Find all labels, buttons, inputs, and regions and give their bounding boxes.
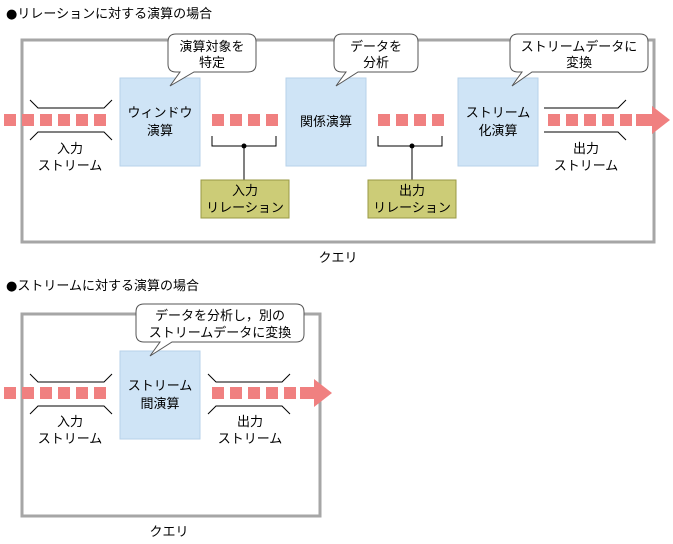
streaming-operation-box bbox=[457, 77, 539, 167]
section2-input-stream-label: 入力 bbox=[57, 415, 83, 430]
streaming-operation-label: 化演算 bbox=[478, 123, 517, 139]
inter-stream-operation-label: ストリーム bbox=[128, 379, 193, 394]
section1-title: ●リレーションに対する演算の場合 bbox=[6, 6, 212, 22]
output-relation-connector-dot bbox=[409, 143, 415, 149]
window-operation-label: ウィンドウ bbox=[127, 106, 192, 121]
output-relation-label: 出力 bbox=[399, 184, 425, 199]
relation-callout bbox=[333, 33, 419, 87]
input-relation-label: リレーション bbox=[206, 201, 284, 216]
section1-stream-arrow bbox=[636, 106, 670, 134]
section2-callout-text: ストリームデータに変換 bbox=[149, 325, 292, 341]
section1-input-stream-label: ストリーム bbox=[38, 159, 103, 174]
stream-callout bbox=[509, 33, 649, 87]
relation-callout-text: データを bbox=[350, 39, 402, 55]
window-callout bbox=[167, 33, 257, 87]
section1-input-stream-label: 入力 bbox=[57, 142, 83, 157]
section1-output-bracket bbox=[544, 99, 627, 141]
output-relation-box bbox=[367, 179, 457, 219]
section1-stream-mid1 bbox=[212, 114, 278, 126]
output-relation-label: リレーション bbox=[373, 201, 451, 216]
inter-stream-operation-box bbox=[119, 350, 201, 440]
section2-output-stream-label: ストリーム bbox=[218, 432, 283, 447]
relational-operation-label: 関係演算 bbox=[300, 114, 352, 130]
input-relation-box bbox=[200, 179, 290, 219]
window-callout-text: 特定 bbox=[199, 56, 225, 71]
section2-callout bbox=[135, 303, 305, 357]
output-relation-connector bbox=[377, 136, 443, 180]
section1-output-stream-label: 出力 bbox=[573, 142, 599, 157]
input-relation-connector-dot bbox=[241, 143, 247, 149]
section1-stream-mid2 bbox=[378, 114, 444, 126]
window-operation-box bbox=[119, 77, 201, 167]
relation-callout-text: 分析 bbox=[363, 56, 389, 71]
section2-stream-input bbox=[4, 387, 106, 399]
stream-callout-text: 変換 bbox=[566, 55, 592, 71]
section1-query-label: クエリ bbox=[318, 251, 357, 266]
section1-stream-input bbox=[4, 114, 106, 126]
section2-stream-output bbox=[212, 379, 332, 407]
relational-operation-box bbox=[285, 77, 367, 167]
section1-stream-output bbox=[548, 106, 670, 134]
input-relation-connector bbox=[211, 136, 277, 180]
window-operation-label: 演算 bbox=[147, 123, 173, 139]
section2-input-stream-label: ストリーム bbox=[38, 432, 103, 447]
section2-stream-arrow bbox=[300, 379, 332, 407]
streaming-operation-label: ストリーム bbox=[466, 106, 531, 121]
input-relation-label: 入力 bbox=[232, 184, 258, 199]
section2-output-stream-label: 出力 bbox=[237, 415, 263, 430]
section1-output-stream-label: ストリーム bbox=[554, 159, 619, 174]
window-callout-text: 演算対象を bbox=[179, 39, 244, 55]
section2-callout-text: データを分析し，別の bbox=[155, 308, 285, 324]
section2-input-bracket bbox=[29, 373, 113, 415]
section2-title: ●ストリームに対する演算の場合 bbox=[6, 278, 199, 294]
section2-output-bracket bbox=[207, 373, 291, 415]
inter-stream-operation-label: 間演算 bbox=[140, 396, 179, 412]
stream-callout-text: ストリームデータに bbox=[521, 39, 638, 55]
section2-query-label: クエリ bbox=[149, 525, 188, 540]
section1-input-bracket bbox=[29, 99, 113, 141]
